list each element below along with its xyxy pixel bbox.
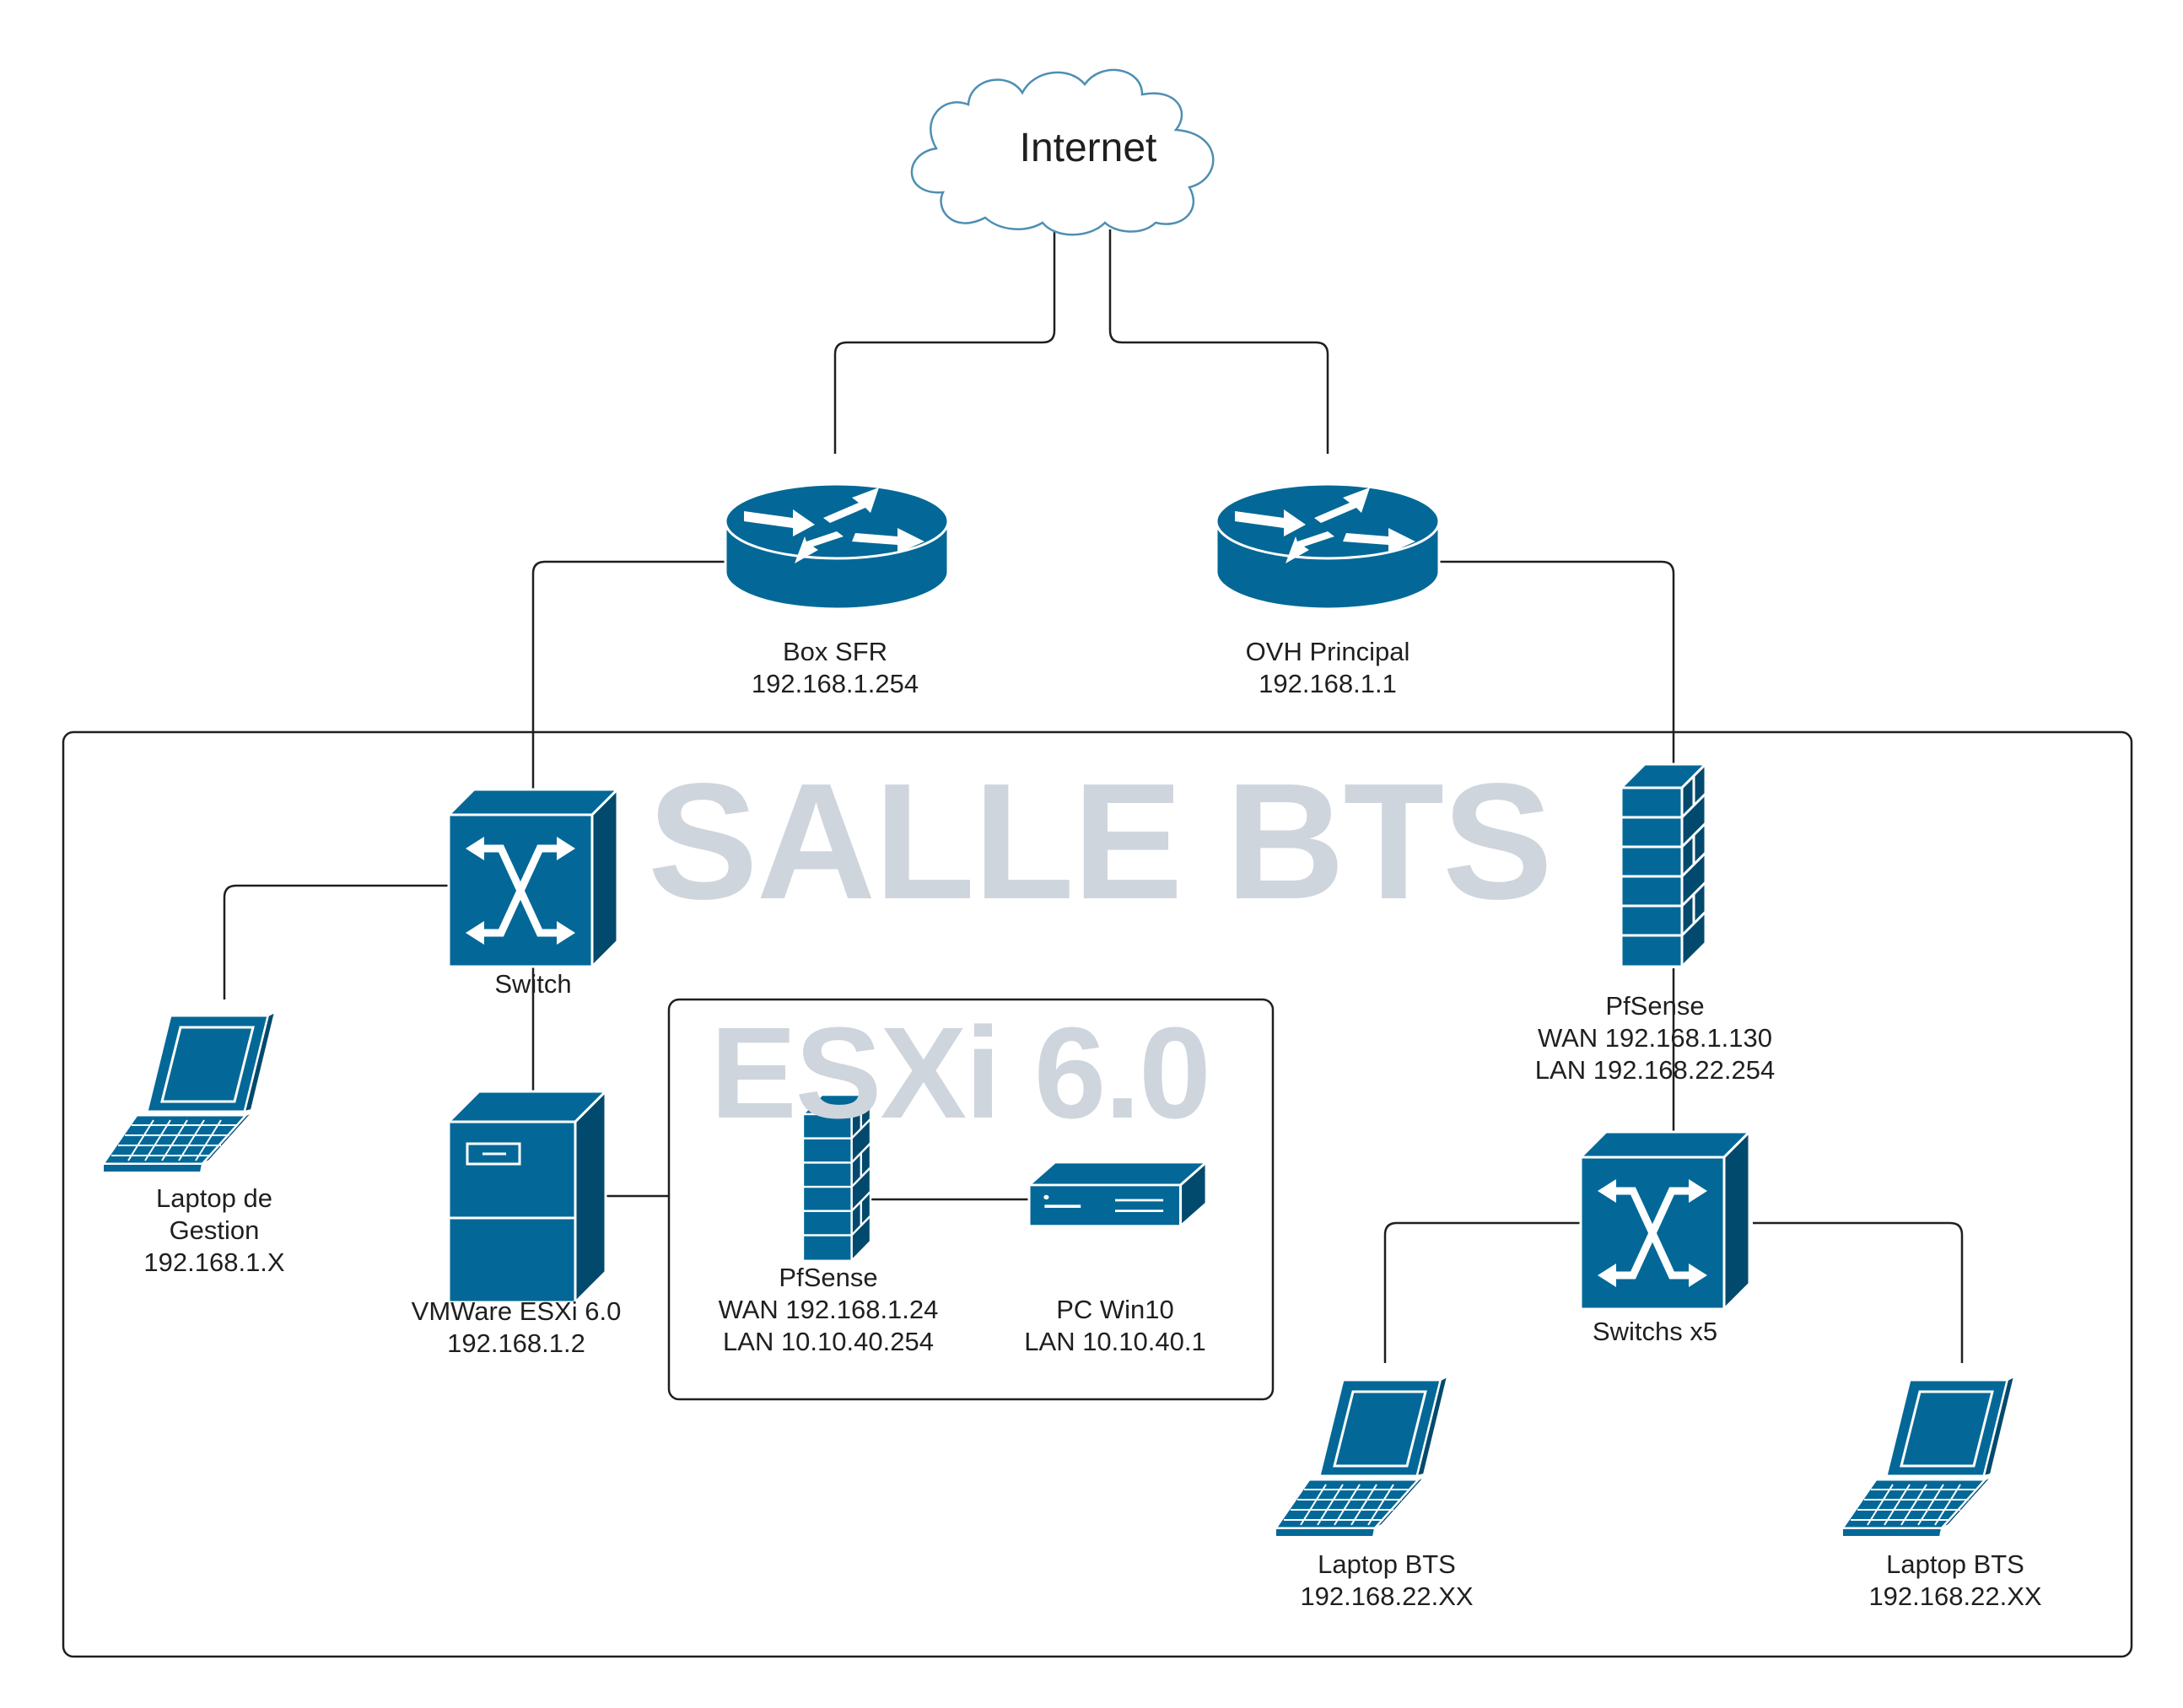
switchs-x5-label: Switchs x5 (1592, 1317, 1718, 1346)
laptop-icon (1841, 1375, 2016, 1538)
link-internet-boxsfr (833, 229, 1056, 454)
desktop-box-icon (1029, 1162, 1206, 1226)
switch-label: Switch (494, 969, 572, 999)
link-internet-ovh (1108, 229, 1329, 454)
server-tower-icon (447, 1090, 607, 1304)
link-switchs-laptop1 (1383, 1221, 1586, 1363)
esxi-zone (667, 998, 1275, 1401)
laptop-icon (101, 1010, 277, 1174)
link-switchs-laptop2 (1753, 1221, 1964, 1363)
switch-icon (1581, 1132, 1749, 1309)
router-icon (724, 482, 950, 611)
firewall-icon (1620, 762, 1707, 968)
internet-label: Internet (1019, 126, 1157, 170)
link-boxsfr-switch (531, 560, 725, 793)
router-icon (1215, 482, 1441, 611)
link-switch-laptop-gestion (223, 884, 449, 999)
salle-bts-zone (62, 730, 2133, 1658)
connection-lines (223, 229, 1964, 1363)
internet-cloud-icon (910, 68, 1215, 236)
salle-bts-title: SALLE BTS (648, 749, 1553, 934)
switch-icon (449, 789, 617, 967)
esxi-title: ESXi 6.0 (710, 1000, 1211, 1145)
link-ovh-pfsense (1439, 560, 1675, 766)
laptop-icon (1274, 1375, 1449, 1538)
